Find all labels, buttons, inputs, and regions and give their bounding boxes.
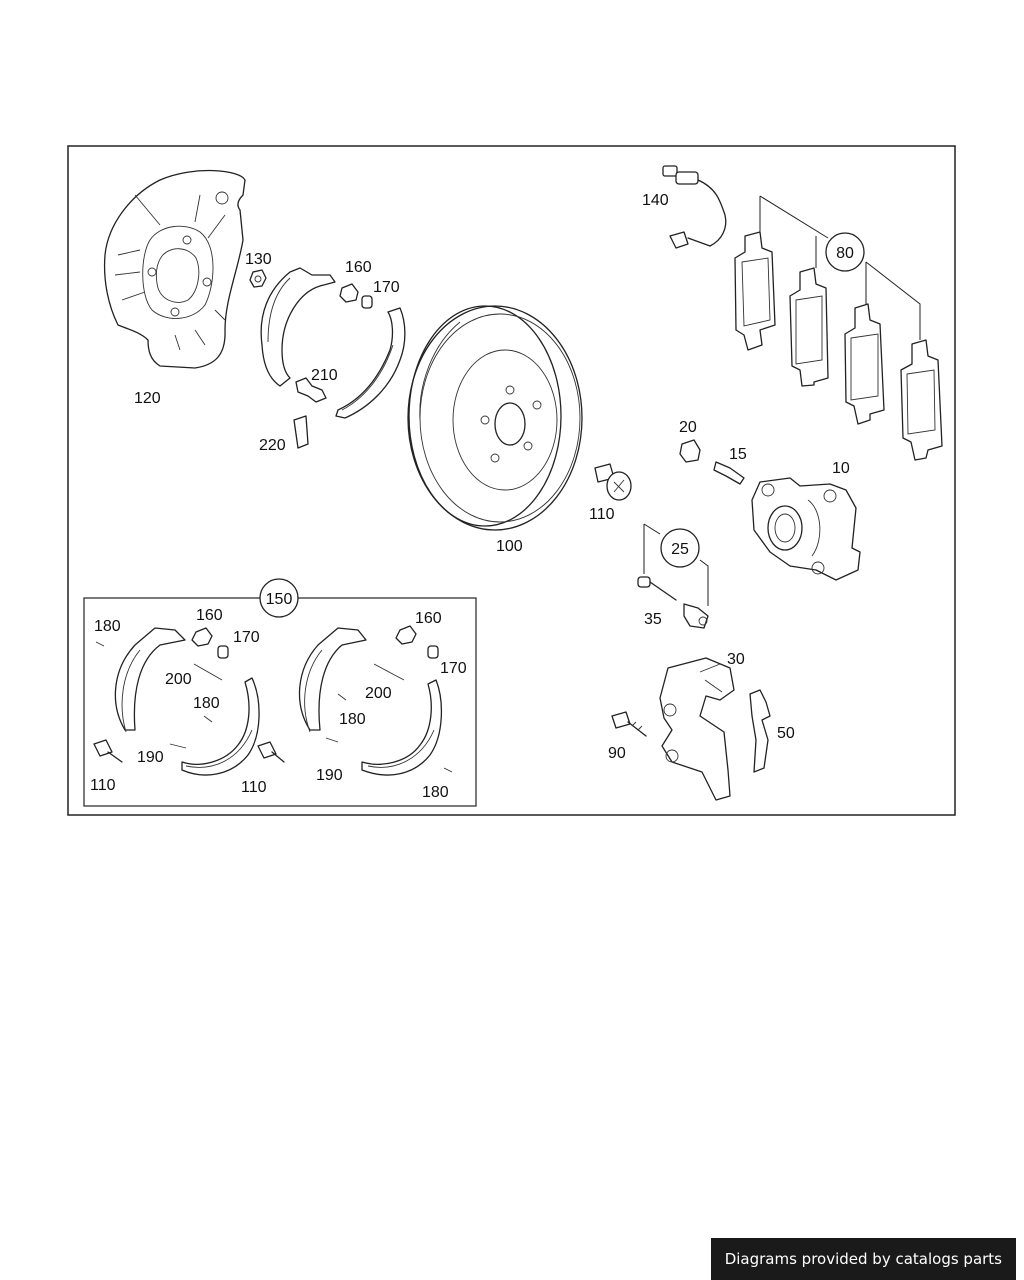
label-120: 120 <box>134 390 161 407</box>
kit-right-label-200: 200 <box>365 685 392 702</box>
spring-clip-part <box>749 689 771 773</box>
label-100: 100 <box>496 538 523 555</box>
label-110: 110 <box>589 506 615 523</box>
label-160: 160 <box>345 259 372 276</box>
leader-lines <box>84 195 921 606</box>
guide-pins-part <box>637 576 709 629</box>
label-25: 25 <box>671 541 689 558</box>
label-90: 90 <box>608 745 626 762</box>
kit-right-label-160: 160 <box>415 610 442 627</box>
repair-kit-box <box>83 597 477 807</box>
disc-screw-part <box>594 463 632 501</box>
label-210: 210 <box>311 367 338 384</box>
dust-shield-part <box>103 169 246 369</box>
label-170: 170 <box>373 279 400 296</box>
kit-left-shoes-part <box>93 627 285 776</box>
kit-left-label-180a: 180 <box>94 618 121 635</box>
label-220: 220 <box>259 437 286 454</box>
kit-left-label-200: 200 <box>165 671 192 688</box>
bleeder-parts <box>679 439 745 485</box>
carrier-bolt-part <box>611 711 647 737</box>
kit-right-label-180a: 180 <box>339 711 366 728</box>
label-35: 35 <box>644 611 662 628</box>
label-20: 20 <box>679 419 697 436</box>
wear-sensor-part <box>662 165 727 249</box>
label-150: 150 <box>266 591 293 608</box>
kit-left-label-180b: 180 <box>193 695 220 712</box>
label-30: 30 <box>727 651 745 668</box>
brake-disc-part <box>407 305 583 531</box>
kit-left-label-110b: 110 <box>241 779 267 796</box>
bolt-130-part <box>249 269 267 288</box>
diagram-frame <box>67 145 956 816</box>
brake-pads-part <box>734 231 943 461</box>
kit-left-label-170: 170 <box>233 629 260 646</box>
label-50: 50 <box>777 725 795 742</box>
label-80: 80 <box>836 245 854 262</box>
callout-circle-150 <box>259 578 299 618</box>
kit-right-label-170: 170 <box>440 660 467 677</box>
credit-banner: Diagrams provided by catalogs parts <box>710 1238 1016 1280</box>
kit-left-label-110a: 110 <box>90 777 116 794</box>
label-140: 140 <box>642 192 669 209</box>
kit-right-label-190: 190 <box>316 767 343 784</box>
kit-left-label-160: 160 <box>196 607 223 624</box>
callout-circle-25 <box>660 528 700 568</box>
caliper-carrier-part <box>659 657 735 801</box>
label-10: 10 <box>832 460 850 477</box>
brake-caliper-part <box>751 477 861 581</box>
label-15: 15 <box>729 446 747 463</box>
callout-circle-80 <box>825 232 865 272</box>
kit-right-label-180b: 180 <box>422 784 449 801</box>
kit-left-label-190: 190 <box>137 749 164 766</box>
parking-brake-shoes-part <box>260 267 406 449</box>
kit-right-shoes-part <box>298 625 453 776</box>
label-130: 130 <box>245 251 272 268</box>
